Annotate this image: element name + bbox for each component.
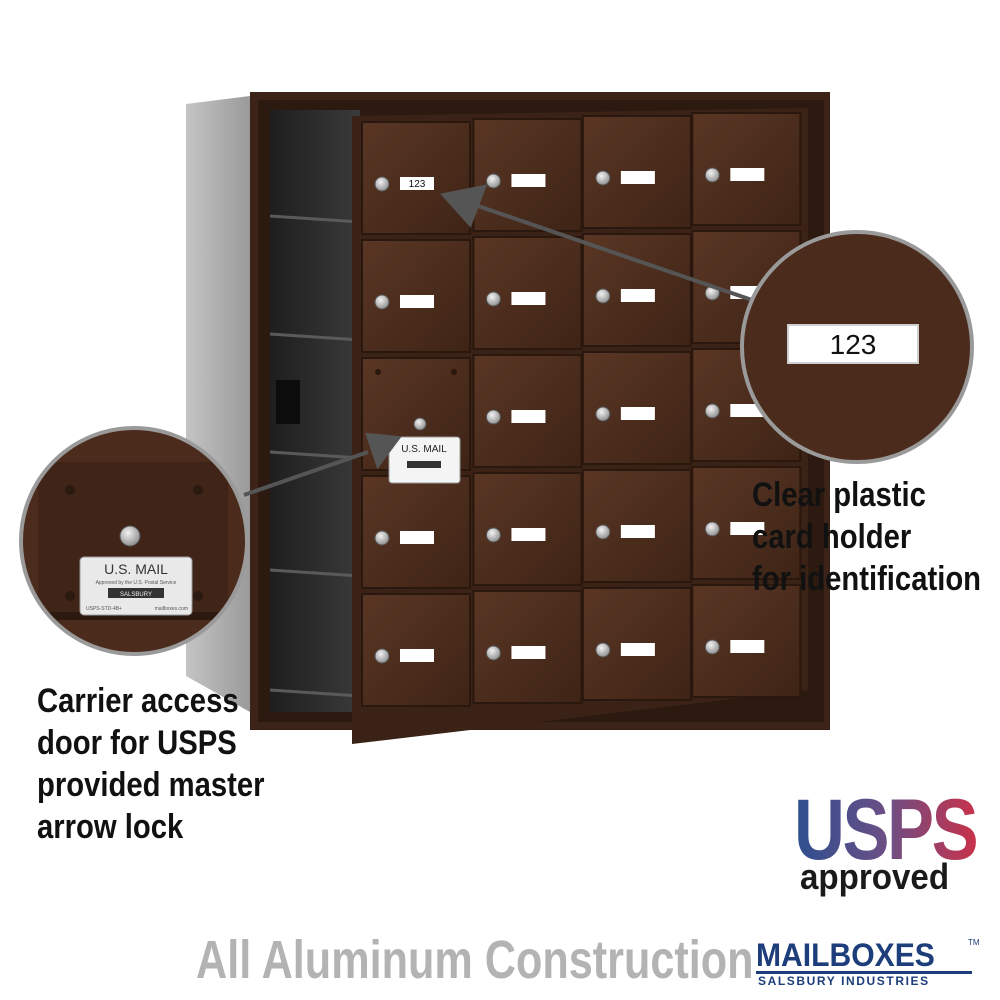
svg-text:mailboxes.com: mailboxes.com — [155, 606, 188, 612]
card-holder-arrowhead — [440, 184, 488, 228]
door-screw — [451, 369, 457, 375]
card-holder — [400, 177, 434, 190]
callout-arrows — [243, 184, 753, 497]
door-lock-icon — [485, 645, 501, 661]
door-lock-icon — [704, 403, 720, 419]
card-holder — [620, 171, 655, 184]
card-holder-caption: Clear plastic card holder for identifica… — [752, 474, 981, 600]
door-lock-icon — [485, 409, 501, 425]
zoomed-card-holder — [787, 324, 919, 364]
trademark-mark: TM — [968, 938, 980, 947]
caption-line: provided master — [37, 766, 265, 804]
card-holder — [511, 528, 546, 541]
svg-text:U.S. MAIL: U.S. MAIL — [104, 561, 168, 577]
usps-approved-logo: USPS approved — [792, 787, 979, 905]
brand-name: MAILBOXES — [756, 937, 935, 973]
door-lock-icon — [595, 524, 611, 540]
caption-line: Carrier access — [37, 682, 239, 720]
carrier-access-caption: Carrier access door for USPS provided ma… — [37, 680, 264, 848]
usps-word: USPS — [794, 782, 979, 878]
carrier-lock-plate: U.S. MAIL — [388, 417, 461, 484]
card-holder — [511, 174, 546, 187]
door-lock-icon — [595, 170, 611, 186]
card-holder — [620, 289, 655, 302]
card-holder — [511, 646, 546, 659]
brand-subtitle: SALSBURY INDUSTRIES — [758, 974, 930, 988]
svg-text:123: 123 — [830, 329, 877, 360]
brand-rule — [756, 971, 972, 974]
door-lock-icon — [374, 176, 390, 192]
card-holder — [730, 404, 765, 417]
door-lock-icon — [485, 527, 501, 543]
carrier-lock-arrowhead — [365, 432, 402, 470]
card-holder — [400, 531, 434, 544]
door-lock-icon — [374, 530, 390, 546]
card-holder-arrow — [477, 204, 753, 302]
door-lock-icon — [595, 406, 611, 422]
door-lock-icon — [485, 173, 501, 189]
door-grid: 123 — [361, 112, 802, 707]
door-lock-icon — [595, 642, 611, 658]
svg-text:USPS-STD-4B+: USPS-STD-4B+ — [86, 606, 122, 612]
door-lock-icon — [595, 288, 611, 304]
caption-line: door for USPS — [37, 724, 237, 762]
caption-line: arrow lock — [37, 808, 184, 846]
mailboxes-brand-logo: MAILBOXES TM SALSBURY INDUSTRIES — [756, 937, 980, 990]
carrier-lock-icon — [413, 417, 427, 431]
carrier-lock-arrow — [243, 450, 369, 497]
construction-footer: All Aluminum Construction — [196, 930, 754, 990]
door-screw — [375, 369, 381, 375]
card-holder — [400, 295, 434, 308]
card-holder — [730, 640, 765, 653]
usps-approved-text: approved — [800, 856, 950, 897]
door-lock-icon — [704, 521, 720, 537]
door-number-label: 123 — [409, 179, 426, 190]
card-holder — [620, 643, 655, 656]
card-holder — [400, 649, 434, 662]
card-holder — [730, 168, 765, 181]
door-lock-icon — [374, 648, 390, 664]
caption-line: for identification — [752, 560, 982, 598]
card-holder — [730, 522, 765, 535]
card-holder — [620, 407, 655, 420]
carrier-zoom-bubble: U.S. MAIL Approved by the U.S. Postal Se… — [19, 426, 249, 656]
card-holder — [620, 525, 655, 538]
caption-line: Clear plastic — [752, 476, 926, 514]
svg-text:SALSBURY: SALSBURY — [120, 592, 152, 598]
door-lock-icon — [704, 639, 720, 655]
door-lock-icon — [704, 167, 720, 183]
svg-text:Approved by the U.S. Postal Se: Approved by the U.S. Postal Service — [96, 580, 177, 586]
card-holder-zoom-bubble: 123 — [740, 230, 974, 464]
card-holder — [511, 292, 546, 305]
door-lock-icon — [374, 294, 390, 310]
svg-text:U.S. MAIL: U.S. MAIL — [401, 444, 447, 455]
caption-line: card holder — [752, 518, 912, 556]
door-lock-icon — [485, 291, 501, 307]
card-holder — [511, 410, 546, 423]
